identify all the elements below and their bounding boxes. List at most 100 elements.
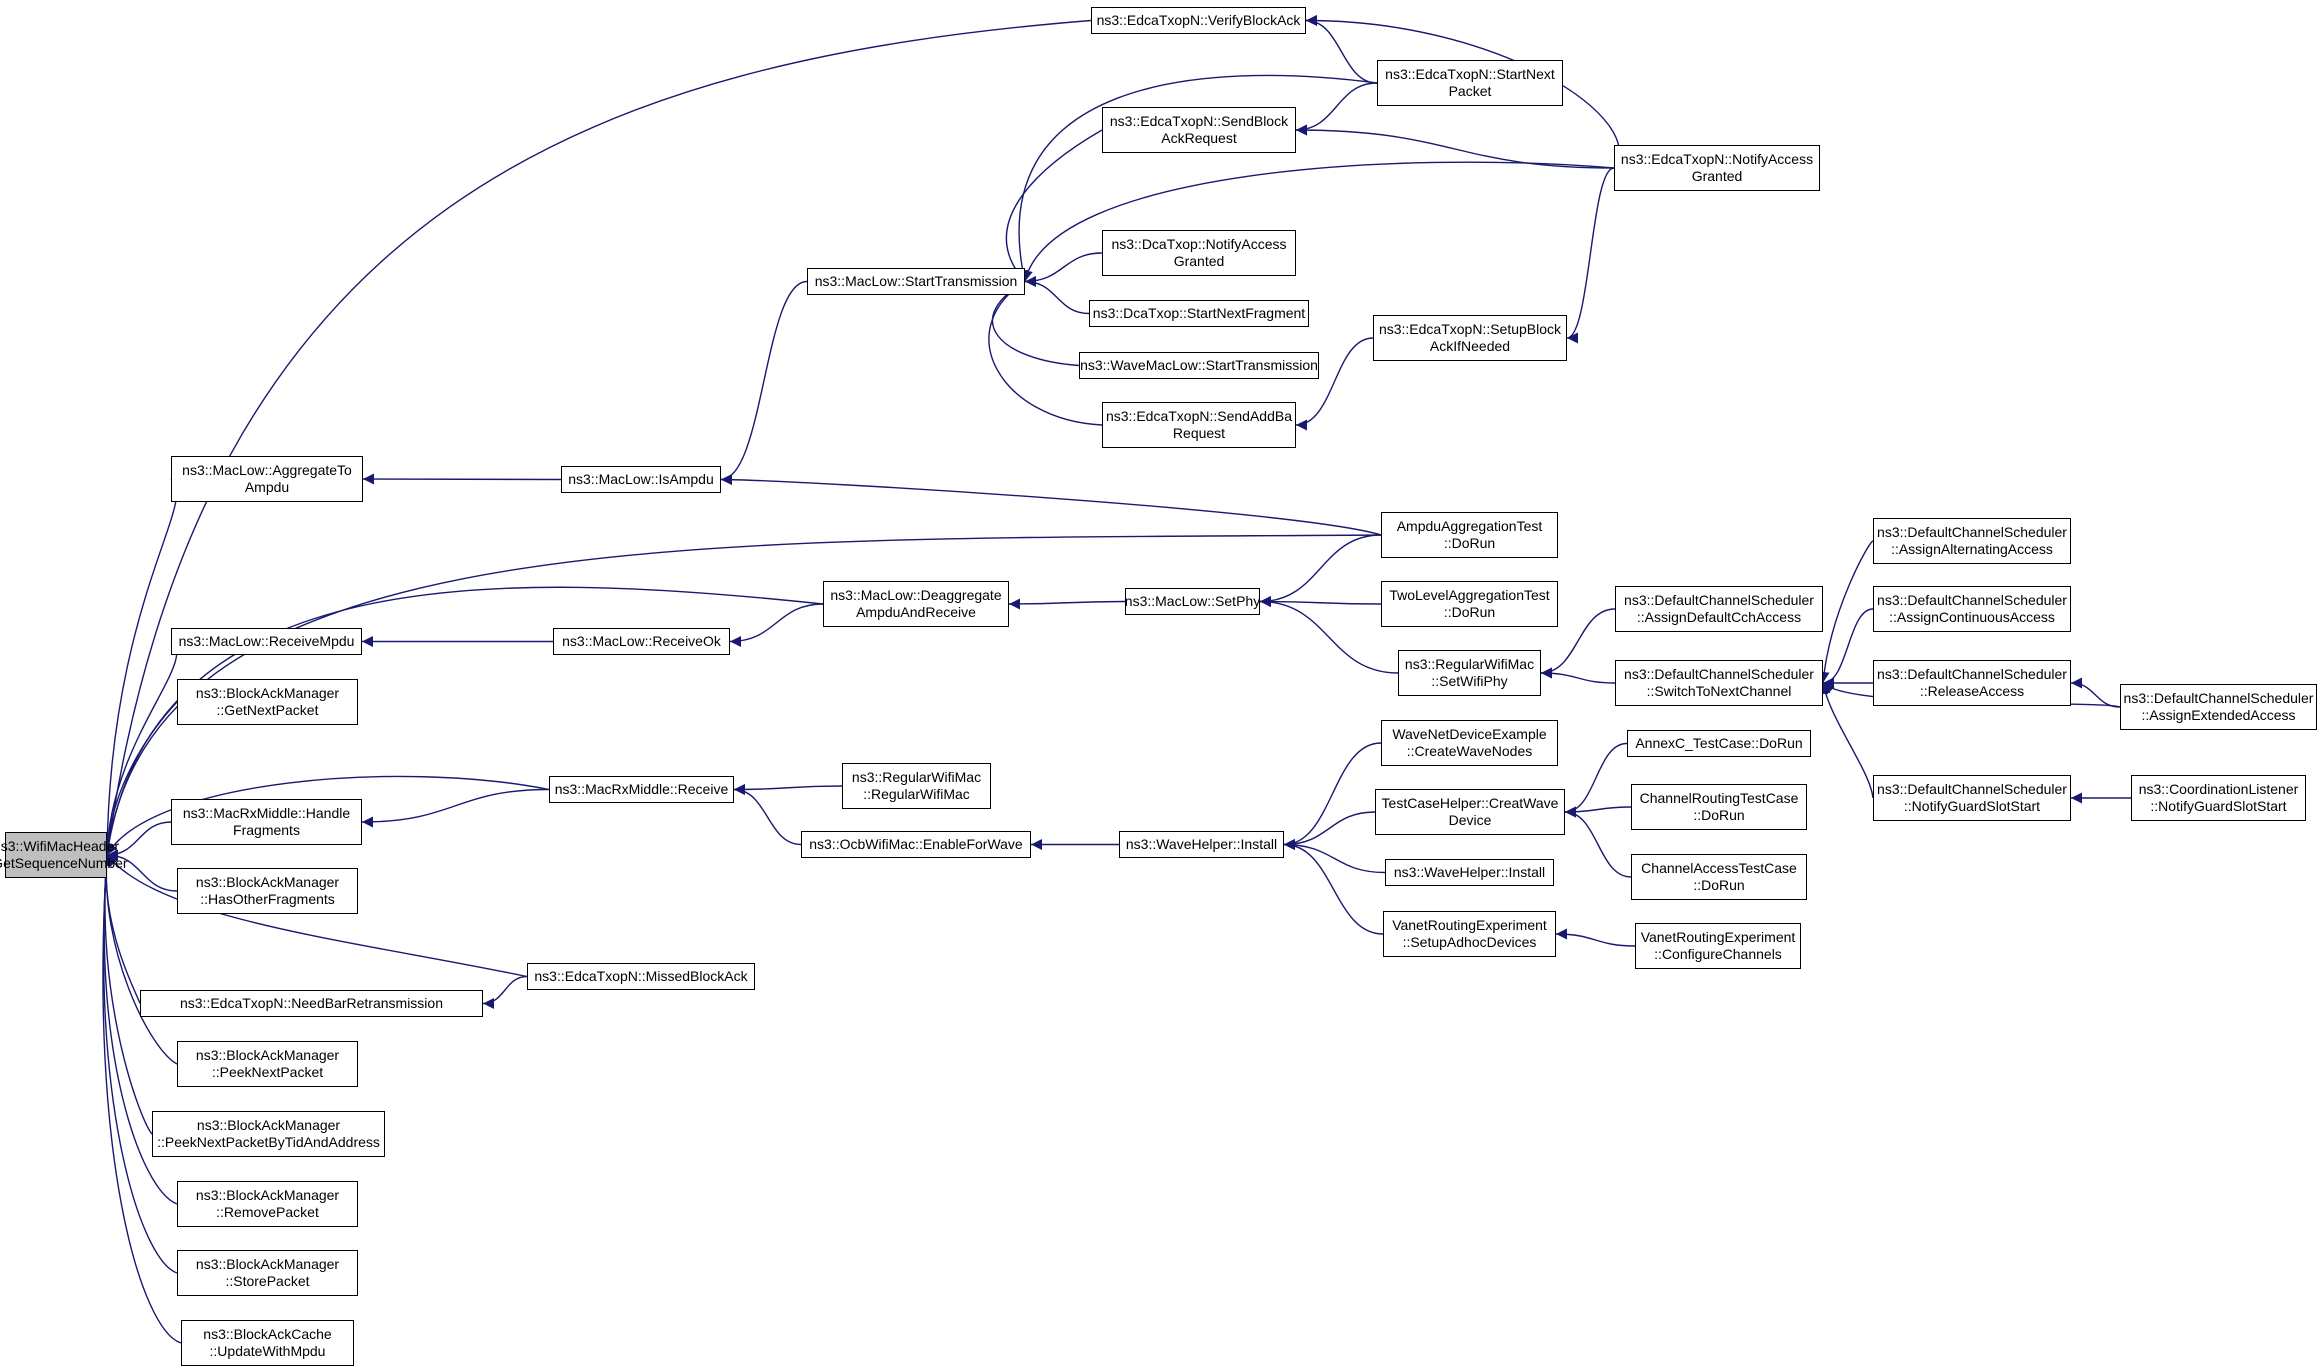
edge-test-case-helper-to-wave-helper-install [1283,811,1376,850]
node-wave-mac-start-transmission[interactable]: ns3::WaveMacLow::StartTransmission [1079,352,1319,379]
edge-is-ampdu-to-aggregate-to-ampdu [362,473,562,485]
node-label-line: TestCaseHelper::CreatWave [1381,795,1559,811]
node-verify-block-ack[interactable]: ns3::EdcaTxopN::VerifyBlockAck [1091,7,1306,34]
node-label-line: ns3::BlockAckManager [195,685,340,701]
node-annexc-test-case[interactable]: AnnexC_TestCase::DoRun [1627,730,1811,757]
node-label-line: ::DoRun [1443,604,1496,620]
node-receive-ok[interactable]: ns3::MacLow::ReceiveOk [553,628,730,655]
node-ampdu-aggregation-test[interactable]: AmpduAggregationTest::DoRun [1381,512,1558,558]
node-need-bar-retransmission[interactable]: ns3::EdcaTxopN::NeedBarRetransmission [140,990,483,1017]
node-bam-get-next-packet[interactable]: ns3::BlockAckManager::GetNextPacket [177,679,358,725]
node-bam-has-other-fragments[interactable]: ns3::BlockAckManager::HasOtherFragments [177,868,358,914]
node-regular-wifi-mac-set-wifi-phy[interactable]: ns3::RegularWifiMac::SetWifiPhy [1398,650,1541,696]
node-label-line: ::AssignContinuousAccess [1889,609,2055,625]
node-label-line: ns3::EdcaTxopN::SendBlock [1109,113,1289,129]
edge-ocb-enable-for-wave-to-mac-rx-receive [733,784,802,846]
node-label-line: ns3::BlockAckManager [196,1117,341,1133]
node-wave-helper-install[interactable]: ns3::WaveHelper::Install [1119,831,1284,858]
node-label-line: AmpduAggregationTest [1396,518,1543,534]
node-label-line: ns3::MacRxMiddle::Handle [182,805,351,821]
node-label-line: Granted [1691,168,1743,184]
node-label-line: AckRequest [1161,130,1237,146]
node-label-line: ns3::WaveMacLow::StartTransmission [1080,357,1318,373]
edge-dcs-assign-alternating-to-dcs-switch-to-next-channel [1818,540,1874,684]
node-channel-access-test-case[interactable]: ChannelAccessTestCase::DoRun [1631,854,1807,900]
node-ocb-enable-for-wave[interactable]: ns3::OcbWifiMac::EnableForWave [801,831,1031,858]
node-label-line: ns3::EdcaTxopN::MissedBlockAck [534,968,748,984]
node-bac-update-with-mpdu[interactable]: ns3::BlockAckCache::UpdateWithMpdu [181,1320,354,1366]
node-dcs-switch-to-next-channel[interactable]: ns3::DefaultChannelScheduler::SwitchToNe… [1615,660,1823,706]
node-dcs-release-access[interactable]: ns3::DefaultChannelScheduler::ReleaseAcc… [1873,660,2071,706]
node-dcs-assign-extended[interactable]: ns3::DefaultChannelScheduler::AssignExte… [2120,684,2317,730]
edge-annexc-test-case-to-test-case-helper [1564,742,1628,818]
node-label-line: ns3::OcbWifiMac::EnableForWave [809,836,1023,852]
node-label-line: ns3::MacLow::AggregateTo [182,462,352,478]
node-label-line: ChannelAccessTestCase [1641,860,1797,876]
node-dcs-notify-guard-slot-start[interactable]: ns3::DefaultChannelScheduler::NotifyGuar… [1873,775,2071,821]
node-receive-mpdu[interactable]: ns3::MacLow::ReceiveMpdu [171,628,362,655]
node-label-line: AckIfNeeded [1429,338,1511,354]
node-coordination-listener[interactable]: ns3::CoordinationListener::NotifyGuardSl… [2131,775,2306,821]
node-wave-net-device-example[interactable]: WaveNetDeviceExample::CreateWaveNodes [1381,720,1558,766]
node-bam-store-packet[interactable]: ns3::BlockAckManager::StorePacket [177,1250,358,1296]
edge-start-transmission-to-is-ampdu [720,280,808,485]
node-root[interactable]: ns3::WifiMacHeader::GetSequenceNumber [0,832,128,878]
node-set-phy[interactable]: ns3::MacLow::SetPhy [1125,588,1260,615]
node-label-line: ns3::EdcaTxopN::SetupBlock [1378,321,1562,337]
edge-dca-start-next-fragment-to-start-transmission [1024,276,1090,315]
node-label-line: Fragments [233,822,300,838]
node-is-ampdu[interactable]: ns3::MacLow::IsAmpdu [561,466,721,493]
node-label-line: ns3::MacLow::SetPhy [1124,593,1261,609]
node-bam-peek-by-tid[interactable]: ns3::BlockAckManager::PeekNextPacketByTi… [152,1111,385,1157]
node-two-level-aggregation-test[interactable]: TwoLevelAggregationTest::DoRun [1381,581,1558,627]
node-label-line: ns3::DefaultChannelScheduler [1877,666,2067,682]
node-dcs-assign-continuous[interactable]: ns3::DefaultChannelScheduler::AssignCont… [1873,586,2071,632]
node-wave-helper-install-2[interactable]: ns3::WaveHelper::Install [1385,859,1554,886]
node-dca-start-next-fragment[interactable]: ns3::DcaTxop::StartNextFragment [1089,300,1309,327]
node-bam-remove-packet[interactable]: ns3::BlockAckManager::RemovePacket [177,1181,358,1227]
node-label-line: ::ConfigureChannels [1654,946,1782,962]
node-regular-wifi-mac[interactable]: ns3::RegularWifiMac::RegularWifiMac [842,763,991,809]
edge-dcs-assign-continuous-to-dcs-switch-to-next-channel [1822,608,1874,689]
edge-wave-helper-install-2-to-wave-helper-install [1283,839,1386,874]
node-label-line: Granted [1173,253,1225,269]
node-dcs-assign-alternating[interactable]: ns3::DefaultChannelScheduler::AssignAlte… [1873,518,2071,564]
node-label-line: ns3::DefaultChannelScheduler [1877,524,2067,540]
node-label-line: ::SetWifiPhy [1431,673,1508,689]
node-bam-peek-next-packet[interactable]: ns3::BlockAckManager::PeekNextPacket [177,1041,358,1087]
node-vanet-configure-channels[interactable]: VanetRoutingExperiment::ConfigureChannel… [1635,923,1801,969]
node-label-line: ::AssignAlternatingAccess [1891,541,2053,557]
edge-bam-store-packet-to-root [100,854,178,1274]
node-label-line: ::DoRun [1693,807,1745,823]
edge-start-next-packet-to-start-transmission [1017,74,1378,282]
node-label-line: ns3::DefaultChannelScheduler [1624,592,1814,608]
node-channel-routing-test-case[interactable]: ChannelRoutingTestCase::DoRun [1631,784,1807,830]
node-label-line: ::HasOtherFragments [200,891,335,907]
node-dcs-assign-default-cch[interactable]: ns3::DefaultChannelScheduler::AssignDefa… [1615,586,1823,632]
node-start-transmission[interactable]: ns3::MacLow::StartTransmission [807,268,1025,295]
node-label-line: ns3::RegularWifiMac [851,769,982,785]
edge-regular-wifi-mac-to-mac-rx-receive [733,783,843,795]
edge-edca-notify-access-granted-to-start-transmission [1022,161,1615,282]
edge-deaggregate-to-root [103,586,824,856]
edge-bac-update-with-mpdu-to-root [100,854,182,1344]
node-label-line: ::GetSequenceNumber [0,855,128,871]
node-missed-block-ack[interactable]: ns3::EdcaTxopN::MissedBlockAck [527,963,755,990]
node-mac-rx-receive[interactable]: ns3::MacRxMiddle::Receive [549,776,734,803]
edge-vanet-setup-adhoc-to-wave-helper-install [1283,839,1384,935]
edge-mac-rx-receive-to-mac-rx-handle-fragments [361,788,550,828]
edge-wave-net-device-example-to-wave-helper-install [1283,742,1382,850]
node-vanet-setup-adhoc[interactable]: VanetRoutingExperiment::SetupAdhocDevice… [1383,911,1556,957]
